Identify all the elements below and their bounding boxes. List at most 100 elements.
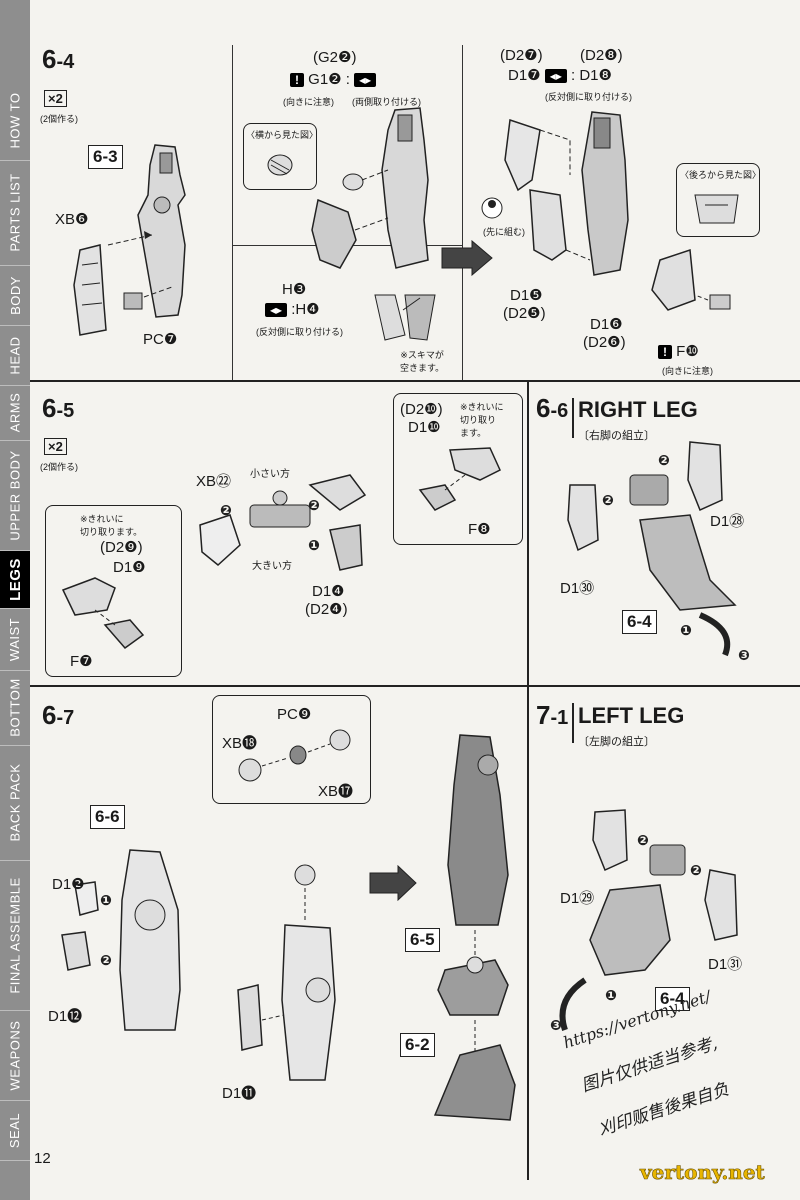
tab-parts-list[interactable]: PARTS LIST bbox=[0, 160, 30, 266]
part-label: D1❿ bbox=[408, 419, 441, 436]
tab-head[interactable]: HEAD bbox=[0, 325, 30, 386]
svg-text:❸: ❸ bbox=[550, 1017, 562, 1033]
step-number: 6-7 bbox=[42, 700, 75, 730]
caution-icon: ! bbox=[290, 73, 304, 87]
joint-side-view bbox=[267, 154, 293, 176]
note-text: 大きい方 bbox=[252, 561, 292, 572]
part-label: : D1❽ bbox=[571, 67, 612, 84]
svg-text:❷: ❷ bbox=[602, 492, 614, 508]
svg-text:❷: ❷ bbox=[690, 862, 702, 878]
knee-joint-illustration: ❷ ❷ ❶ bbox=[199, 474, 367, 571]
section-title: RIGHT LEG bbox=[578, 397, 698, 422]
step-reference: 6-5 bbox=[405, 928, 440, 952]
lower-leg-illustration bbox=[481, 111, 629, 276]
note-text: ※きれいに 切り取り ます。 bbox=[460, 402, 504, 438]
inset-title: 〈横から見た図〉 bbox=[246, 130, 319, 140]
part-label: D1❾ bbox=[113, 559, 146, 576]
part-label: D1❷ bbox=[52, 876, 85, 893]
note-text: (反対側に取り付ける) bbox=[545, 92, 632, 102]
leg-frame-illustration bbox=[73, 144, 186, 336]
step-number: 6-5 bbox=[42, 393, 75, 423]
part-label: (G2❷) bbox=[313, 49, 357, 66]
watermark-site: vertony.net bbox=[640, 1160, 765, 1185]
part-label: XB㉒ bbox=[196, 473, 232, 490]
tab-waist[interactable]: WAIST bbox=[0, 608, 30, 671]
note-text: (向きに注意) bbox=[662, 366, 713, 376]
opposite-side-icon: ◂▸ bbox=[265, 303, 288, 317]
svg-text:❸: ❸ bbox=[738, 647, 750, 663]
part-label: D1㉘ bbox=[710, 513, 745, 530]
divider bbox=[30, 380, 800, 382]
divider bbox=[572, 398, 574, 438]
gap-detail-illustration bbox=[374, 294, 436, 341]
part-label: ! F❿ bbox=[658, 342, 699, 360]
step-reference: 6-6 bbox=[90, 805, 125, 829]
quantity-badge: ×2 bbox=[44, 438, 67, 455]
tab-arms[interactable]: ARMS bbox=[0, 385, 30, 441]
part-label: ! G1❷ : ◂▸ bbox=[290, 70, 377, 88]
inset-box bbox=[45, 505, 182, 677]
part-label: D1❼ ◂▸ : D1❽ bbox=[508, 66, 612, 84]
leg-assembly-illustration: ❶ ❷ bbox=[61, 849, 181, 1031]
part-label: PC❾ bbox=[277, 706, 312, 723]
svg-text:❷: ❷ bbox=[220, 502, 232, 518]
section-subtitle: 〔右脚の組立〕 bbox=[578, 430, 655, 442]
section-title: LEFT LEG bbox=[578, 703, 685, 728]
inset-title: 〈後ろから見た図〉 bbox=[680, 170, 762, 180]
inset-box bbox=[243, 123, 317, 190]
step-number: 6-6 bbox=[536, 393, 569, 423]
part-label: XB❻ bbox=[55, 211, 89, 228]
note-text: 小さい方 bbox=[250, 469, 290, 480]
part-label: G1❷ : bbox=[308, 71, 350, 88]
note-text: (反対側に取り付ける) bbox=[256, 327, 343, 337]
step-number: 6-4 bbox=[42, 44, 75, 74]
thigh-armor-illustration bbox=[311, 107, 429, 269]
tab-final-assemble[interactable]: FINAL ASSEMBLE bbox=[0, 860, 30, 1011]
part-label: D1㉙ bbox=[560, 890, 595, 907]
step-reference: 6-4 bbox=[655, 987, 690, 1011]
both-sides-icon: ◂▸ bbox=[354, 73, 377, 87]
note-text: (両側取り付ける) bbox=[352, 97, 421, 107]
step-reference: 6-2 bbox=[400, 1033, 435, 1057]
svg-text:❷: ❷ bbox=[308, 497, 320, 513]
tab-weapons[interactable]: WEAPONS bbox=[0, 1010, 30, 1101]
knee-assembly-illustration bbox=[237, 864, 336, 1081]
opposite-side-icon: ◂▸ bbox=[544, 69, 567, 83]
right-leg-illustration: ❷ ❷ ❶ ❸ bbox=[567, 441, 750, 663]
divider bbox=[462, 45, 463, 380]
divider bbox=[572, 703, 574, 743]
tab-upper-body[interactable]: UPPER BODY bbox=[0, 440, 30, 551]
part-label: XB⓲ bbox=[222, 735, 258, 752]
part-label: (D2❻) bbox=[583, 334, 626, 351]
tab-back-pack[interactable]: BACK PACK bbox=[0, 745, 30, 861]
svg-text:❶: ❶ bbox=[680, 622, 692, 638]
quantity-badge: ×2 bbox=[44, 90, 67, 107]
left-leg-illustration: ❷ ❷ ❶ ❸ bbox=[550, 809, 738, 1033]
part-label: F❽ bbox=[468, 521, 491, 538]
tab-how-to[interactable]: HOW TO bbox=[0, 80, 30, 161]
svg-text:❶: ❶ bbox=[605, 987, 617, 1003]
section-subtitle: 〔左脚の組立〕 bbox=[578, 736, 655, 748]
note-text: (向きに注意) bbox=[283, 97, 334, 107]
inset-box bbox=[212, 695, 371, 804]
tab-bottom[interactable]: BOTTOM bbox=[0, 670, 30, 746]
page-number: 12 bbox=[34, 1150, 51, 1167]
tab-body[interactable]: BODY bbox=[0, 265, 30, 326]
quantity-note: (2個作る) bbox=[40, 114, 78, 124]
part-label: PC❼ bbox=[143, 331, 178, 348]
divider bbox=[232, 45, 233, 380]
part-label: F❿ bbox=[676, 343, 699, 360]
tab-seal[interactable]: SEAL bbox=[0, 1100, 30, 1161]
part-label: :H❹ bbox=[291, 301, 320, 318]
tab-legs[interactable]: LEGS bbox=[0, 550, 30, 609]
svg-text:❶: ❶ bbox=[100, 892, 112, 908]
caution-icon: ! bbox=[658, 345, 672, 359]
inset-box bbox=[676, 163, 760, 237]
step-reference: 6-4 bbox=[622, 610, 657, 634]
note-text: ※きれいに 切り取ります。 bbox=[80, 514, 143, 537]
step-reference: 6-3 bbox=[88, 145, 123, 169]
heel-armor-illustration bbox=[651, 248, 731, 311]
part-label: (D2❿) bbox=[400, 401, 443, 418]
sidebar: SEAL WEAPONS FINAL ASSEMBLE BACK PACK BO… bbox=[0, 0, 30, 1200]
part-label: (D2❹) bbox=[305, 601, 348, 618]
